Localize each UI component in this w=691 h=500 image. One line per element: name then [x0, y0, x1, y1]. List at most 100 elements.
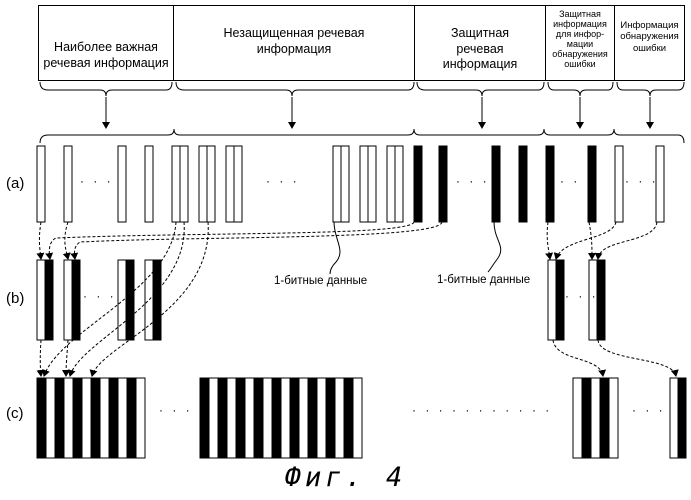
bit-white	[615, 146, 623, 222]
ellipsis-c1: · · ·	[159, 403, 193, 417]
ellipsis-c3: · · ·	[632, 403, 666, 417]
bit-black	[254, 378, 263, 458]
one-bit-data-label-right: 1-битные данные	[437, 274, 530, 286]
bit-white	[387, 146, 395, 222]
bit-white	[37, 146, 45, 222]
row-c-bits	[37, 378, 686, 458]
bit-black	[200, 378, 209, 458]
brace-segment-5	[617, 82, 684, 96]
bit-black	[236, 378, 245, 458]
mapping-arrow	[553, 340, 603, 376]
bit-black	[344, 378, 353, 458]
bit-black	[414, 146, 422, 222]
mapping-arrow	[65, 222, 68, 259]
mapping-arrow	[556, 222, 616, 259]
row-label-c: (c)	[6, 405, 24, 422]
bit-white	[64, 260, 72, 340]
mapping-arrow	[66, 340, 68, 376]
brace-segment-3	[417, 82, 544, 96]
bit-black	[556, 260, 564, 340]
bit-black	[600, 378, 609, 458]
one-bit-data-label-left: 1-битные данные	[274, 275, 367, 287]
bit-white	[172, 146, 180, 222]
bit-black	[109, 378, 118, 458]
bit-white	[145, 146, 153, 222]
bit-white	[118, 260, 126, 340]
mapping-arrow	[589, 222, 592, 259]
mapping-arrow	[40, 340, 41, 376]
bit-white	[317, 378, 326, 458]
bit-white	[100, 378, 109, 458]
bit-black	[326, 378, 335, 458]
mapping-arrow	[39, 222, 41, 259]
bit-white	[281, 378, 290, 458]
bit-white	[573, 378, 582, 458]
mapping-arrow	[75, 222, 442, 259]
one-bit-pointer-right	[488, 222, 501, 272]
bit-black	[492, 146, 500, 222]
bit-white	[353, 378, 362, 458]
mapping-arrow	[547, 222, 550, 259]
bit-white	[360, 146, 368, 222]
bit-white	[136, 378, 145, 458]
ellipsis-a2: · · ·	[266, 174, 300, 188]
bit-black	[678, 378, 686, 458]
bit-white	[245, 378, 254, 458]
bit-black	[153, 260, 161, 340]
header-brace-row	[40, 82, 684, 96]
brace-segment-1	[40, 82, 172, 96]
brace-segment-2	[176, 82, 414, 96]
bit-black	[72, 260, 80, 340]
bit-white	[37, 260, 45, 340]
ellipsis-b1: · · ·	[83, 289, 117, 303]
bit-white	[341, 146, 349, 222]
row-label-a: (a)	[6, 175, 24, 192]
bit-black	[272, 378, 281, 458]
bit-white	[46, 378, 55, 458]
bit-white	[180, 146, 188, 222]
bit-white	[209, 378, 218, 458]
bit-white	[234, 146, 242, 222]
header-down-arrows	[106, 97, 650, 128]
one-bit-pointer-left	[330, 222, 340, 274]
bit-white	[333, 146, 341, 222]
mapping-arrow	[598, 222, 657, 259]
bit-white	[591, 378, 600, 458]
bit-black	[439, 146, 447, 222]
bit-black	[55, 378, 64, 458]
row-b-bits	[37, 260, 605, 340]
bit-black	[546, 146, 554, 222]
mapping-arrow	[598, 340, 676, 376]
bit-white	[226, 146, 234, 222]
ellipsis-a5: · · ·	[625, 174, 659, 188]
bit-black	[91, 378, 100, 458]
bit-black	[127, 378, 136, 458]
bit-white	[207, 146, 215, 222]
bit-white	[670, 378, 678, 458]
bit-white	[199, 146, 207, 222]
ellipsis-b2: · · ·	[565, 289, 599, 303]
row-label-b: (b)	[6, 290, 24, 307]
bit-white	[118, 146, 126, 222]
brace-segment-1	[40, 129, 684, 143]
bit-white	[395, 146, 403, 222]
bit-white	[548, 260, 556, 340]
bit-white	[118, 378, 127, 458]
ellipsis-c2: · · · · · · · · · · ·	[412, 403, 552, 417]
bit-black	[582, 378, 591, 458]
bit-white	[263, 378, 272, 458]
ellipsis-a4: · · ·	[560, 174, 594, 188]
bit-black	[37, 378, 46, 458]
bit-white	[609, 378, 618, 458]
bit-white	[299, 378, 308, 458]
bit-black	[308, 378, 317, 458]
bit-white	[368, 146, 376, 222]
ellipsis-a1: · · ·	[80, 174, 114, 188]
bit-black	[218, 378, 227, 458]
bit-black	[73, 378, 82, 458]
bit-black	[126, 260, 134, 340]
segment-brace-row	[40, 129, 684, 143]
figure-caption: Фиг. 4	[0, 462, 691, 493]
bit-white	[64, 146, 72, 222]
